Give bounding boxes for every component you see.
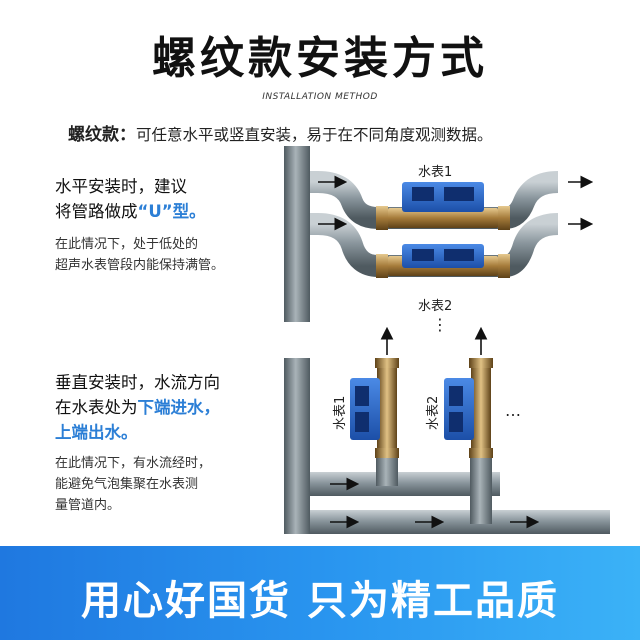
more-meters-vertical-dots: ⋮: [432, 315, 448, 334]
banner-slogan: 用心好国货 只为精工品质: [81, 578, 559, 624]
vertical-section: 垂直安装时，水流方向 在水表处为下端进水， 上端出水。 在此情况下，有水流经时，…: [55, 370, 220, 516]
meter1-riser-stub: [376, 450, 398, 486]
water-meter-2-vertical: [444, 358, 493, 458]
vertical-desc-line1: 在此情况下，有水流经时，: [55, 456, 212, 471]
vertical-desc-line3: 量管道内。: [55, 498, 121, 513]
meter2-label-vertical: 水表2: [426, 396, 441, 430]
vertical-heading-text: 在水表处为: [55, 398, 138, 417]
page-subtitle: INSTALLATION METHOD: [262, 92, 378, 102]
horizontal-heading-highlight: “U”型。: [137, 202, 206, 221]
main-riser-pipe-top: [284, 146, 310, 322]
intro-text: 可任意水平或竖直安装，易于在不同角度观测数据。: [136, 126, 493, 144]
more-meters-horizontal-dots: …: [505, 401, 521, 420]
intro-label: 螺纹款：: [68, 125, 136, 145]
horizontal-desc-line1: 在此情况下，处于低处的: [55, 237, 199, 252]
branch-pipe-lower: [310, 510, 610, 534]
meter1-label-top: 水表1: [418, 165, 452, 180]
meter2-label-top: 水表2: [418, 299, 452, 314]
intro-line: 螺纹款：可任意水平或竖直安装，易于在不同角度观测数据。: [68, 120, 493, 145]
water-meter-1-vertical: [350, 358, 399, 458]
vertical-heading-highlight: 下端进水，: [137, 398, 221, 417]
horizontal-heading-line2: 将管路做成“U”型。: [55, 199, 224, 224]
vertical-heading-line1: 垂直安装时，水流方向: [55, 373, 220, 392]
horizontal-heading-text: 将管路做成: [55, 202, 138, 221]
horizontal-heading-line1: 水平安装时，建议: [55, 177, 187, 196]
bottom-banner: 用心好国货 只为精工品质: [0, 546, 640, 640]
horizontal-desc-line2: 超声水表管段内能保持满管。: [55, 258, 225, 273]
vertical-desc-line2: 能避免气泡集聚在水表测: [55, 477, 199, 492]
meter2-riser-stub: [470, 450, 492, 524]
vertical-heading-line3: 上端出水。: [55, 423, 138, 442]
page-title: 螺纹款安装方式: [152, 33, 488, 84]
meter1-label-vertical: 水表1: [333, 396, 348, 430]
water-meter-2-horizontal: [376, 244, 510, 278]
installation-diagram: 水表1 水表2 ⋮ 水表1 水表2 …: [284, 146, 610, 534]
water-meter-1-horizontal: [376, 182, 510, 230]
main-riser-pipe-bottom: [284, 358, 310, 534]
vertical-heading-line2: 在水表处为下端进水，: [55, 395, 220, 420]
horizontal-section: 水平安装时，建议 将管路做成“U”型。 在此情况下，处于低处的 超声水表管段内能…: [55, 174, 224, 276]
